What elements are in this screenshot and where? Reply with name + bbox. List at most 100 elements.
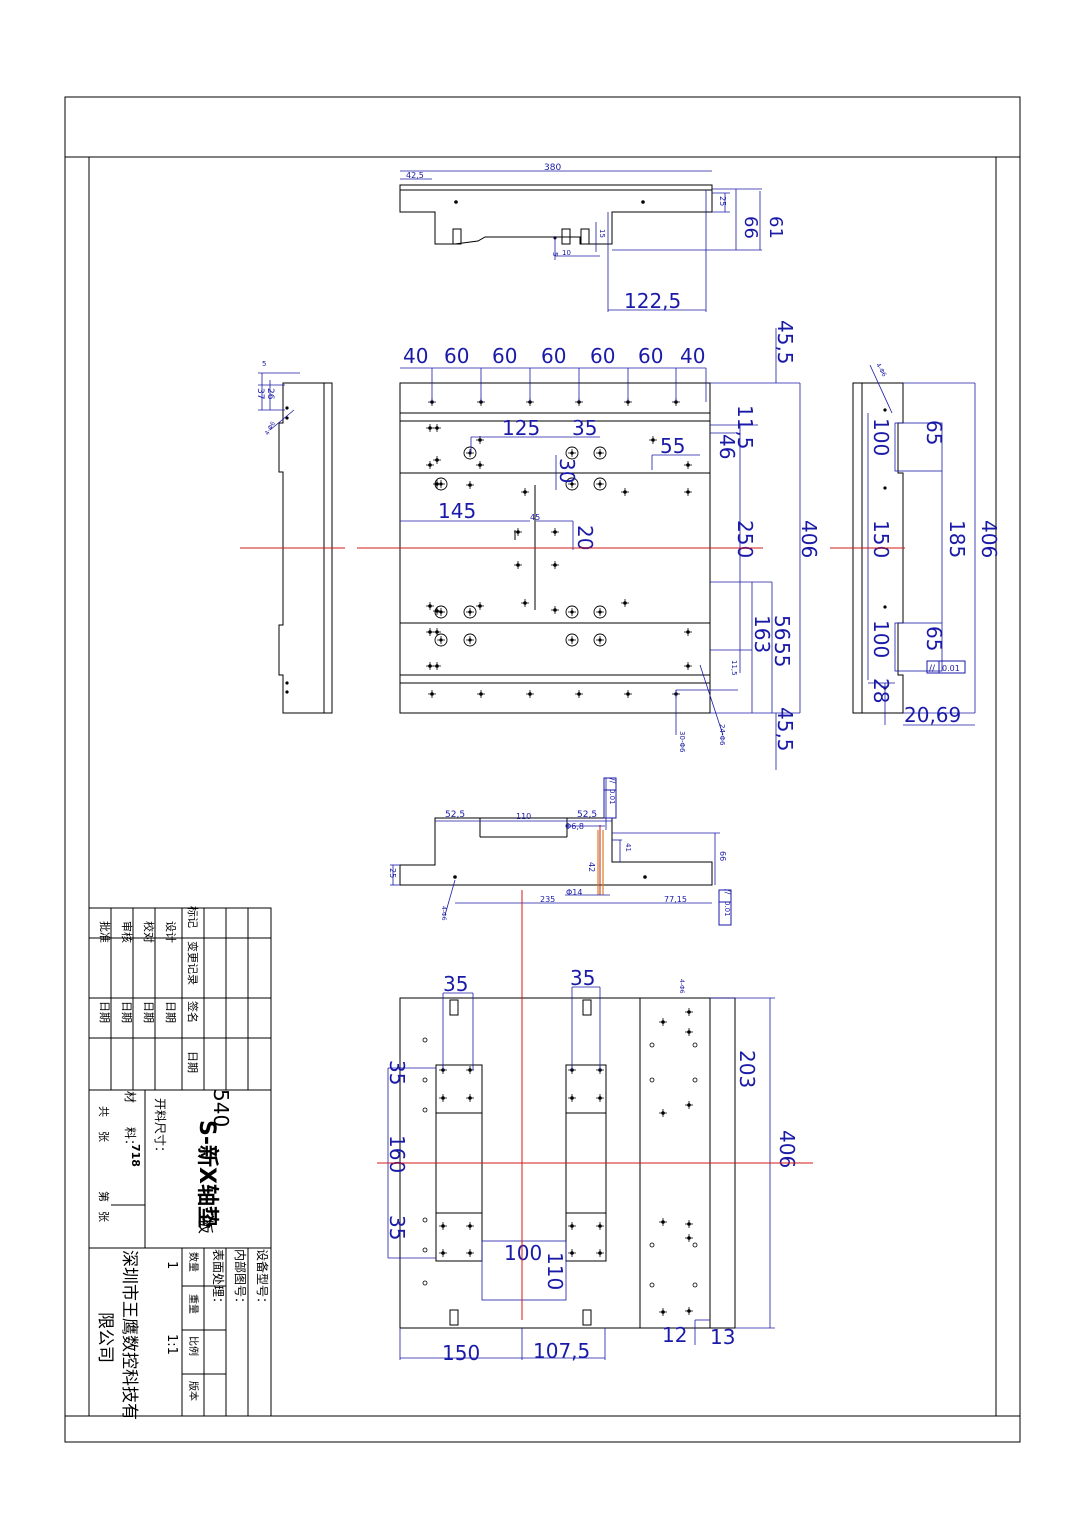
dim-66-sec: 66 [718,851,727,861]
hole-crosshair [685,1008,693,1016]
flatness-tolerance-top: // 0.01 [603,777,617,819]
hole-crosshair [684,628,692,636]
dim-phi-6-8: Φ6,8 [565,822,584,831]
counterbore-hole [434,633,448,647]
hole-crosshair [426,602,434,610]
centerlines [240,547,905,1320]
hole-crosshair [466,636,474,644]
dim-top-60c: 60 [541,344,566,368]
dim-35c-bottom: 35 [385,1060,409,1085]
title-block: 标记 变更记录 签名 日期 设计 校对 审核 批准 日期 日期 日期 日期 54… [88,906,272,1420]
dim-77-15: 77,15 [664,895,687,904]
dim-11-5: 11,5 [733,405,757,450]
hole-crosshair [477,690,485,698]
tb-company-line2: 限公司 [95,1312,115,1363]
dim-35d-bottom: 35 [385,1215,409,1240]
dim-42-5: 42,5 [406,171,424,180]
tb-qty-value: 1 [164,1261,179,1269]
bottom-view: 35 35 203 406 35 160 35 100 110 150 107,… [385,966,799,1365]
dim-110-bottom: 110 [543,1252,567,1290]
hole-crosshair [466,481,474,489]
small-hole [422,1077,428,1083]
counterbore-hole [565,477,579,491]
dim-35b-bottom: 35 [570,966,595,990]
dim-phi-14: Φ14 [566,888,582,897]
tb-date-3: 日期 [120,1001,133,1023]
dim-top-60b: 60 [492,344,517,368]
hole-crosshair [684,662,692,670]
hole-crosshair [426,628,434,636]
dim-top-40a: 40 [403,344,428,368]
hole-crosshair [437,636,445,644]
dim-65a-right: 65 [922,420,946,445]
small-hole [692,1042,698,1048]
dim-55: 55 [660,434,685,458]
section-view: 52,5 110 52,5 Φ6,8 41 66 25 42 Φ14 235 7… [388,777,732,926]
dim-26-left: 26 [265,388,275,400]
dim-110-sec: 110 [516,812,531,821]
hole-crosshair [439,1222,447,1230]
hole-note-right: 4-Φ6 [874,362,887,378]
hole-crosshair [685,1101,693,1109]
tb-page: 第 [97,1191,111,1202]
hole-crosshair [568,449,576,457]
dim-100b-right: 100 [869,620,893,658]
hole-crosshair [575,690,583,698]
dim-15: 15 [598,229,606,238]
hole-crosshair [659,1018,667,1026]
hole-crosshair [685,1028,693,1036]
tb-material-value: 718 [129,1144,142,1167]
dim-37-left: 37 [255,388,265,399]
dim-406: 406 [797,520,821,558]
tol-value-top: 0.01 [608,789,616,805]
small-hole [422,1107,428,1113]
main-view: 40 60 60 60 60 60 40 125 35 55 30 46 11,… [399,320,821,770]
dim-25: 25 [718,196,727,206]
hole-crosshair [568,1249,576,1257]
hole-crosshair [521,488,529,496]
tb-blank-size: 开料尺寸： [153,1098,167,1158]
counterbore-hole [593,605,607,619]
tb-mark: 标记 [186,906,200,928]
tol-symbol-top: // [608,778,617,784]
flatness-tolerance-bottom: // 0.01 [718,889,732,926]
hole-crosshair [514,561,522,569]
dim-46: 46 [715,434,739,459]
dim-380: 380 [544,163,561,173]
hole-crosshair [466,1249,474,1257]
counterbore-hole [593,633,607,647]
tb-company-line1: 深圳市王鹰数控科技有 [119,1250,139,1420]
dim-11-5-small: 11,5 [730,660,738,676]
hole-note-24: 24-Φ6 [718,724,726,746]
hole-crosshair [684,488,692,496]
dim-61: 61 [765,216,786,239]
tb-internal: 内部图号： [233,1249,248,1309]
hole-note-30: 30-Φ6 [678,731,686,753]
dim-top-40b: 40 [680,344,705,368]
dim-20: 20 [573,525,597,550]
hole-crosshair [437,608,445,616]
hole-crosshair [437,480,445,488]
dim-35: 35 [572,416,597,440]
tb-review: 审核 [120,921,134,943]
dim-42-sec: 42 [587,862,596,872]
dim-145: 145 [438,499,476,523]
tb-change: 变更记录 [186,941,200,985]
top-view: 380 42,5 25 66 61 122,5 15 10 5 [399,163,786,313]
dim-20-69-right: 20,69 [904,703,961,727]
tb-date-4: 日期 [98,1001,111,1023]
hole-crosshair [526,690,534,698]
hole-crosshair [621,488,629,496]
main-view-holes [426,398,692,698]
hole-crosshair [466,608,474,616]
small-hole [649,1242,655,1248]
hole-crosshair [466,1222,474,1230]
hole-crosshair [466,449,474,457]
tb-page-sheets: 张 [97,1211,110,1222]
hole-crosshair [433,607,441,615]
hole-crosshair [649,436,657,444]
hole-note-section: 4-Φ6 [440,906,447,921]
hole-crosshair [685,1220,693,1228]
hole-crosshair [433,424,441,432]
counterbore-hole [593,446,607,460]
